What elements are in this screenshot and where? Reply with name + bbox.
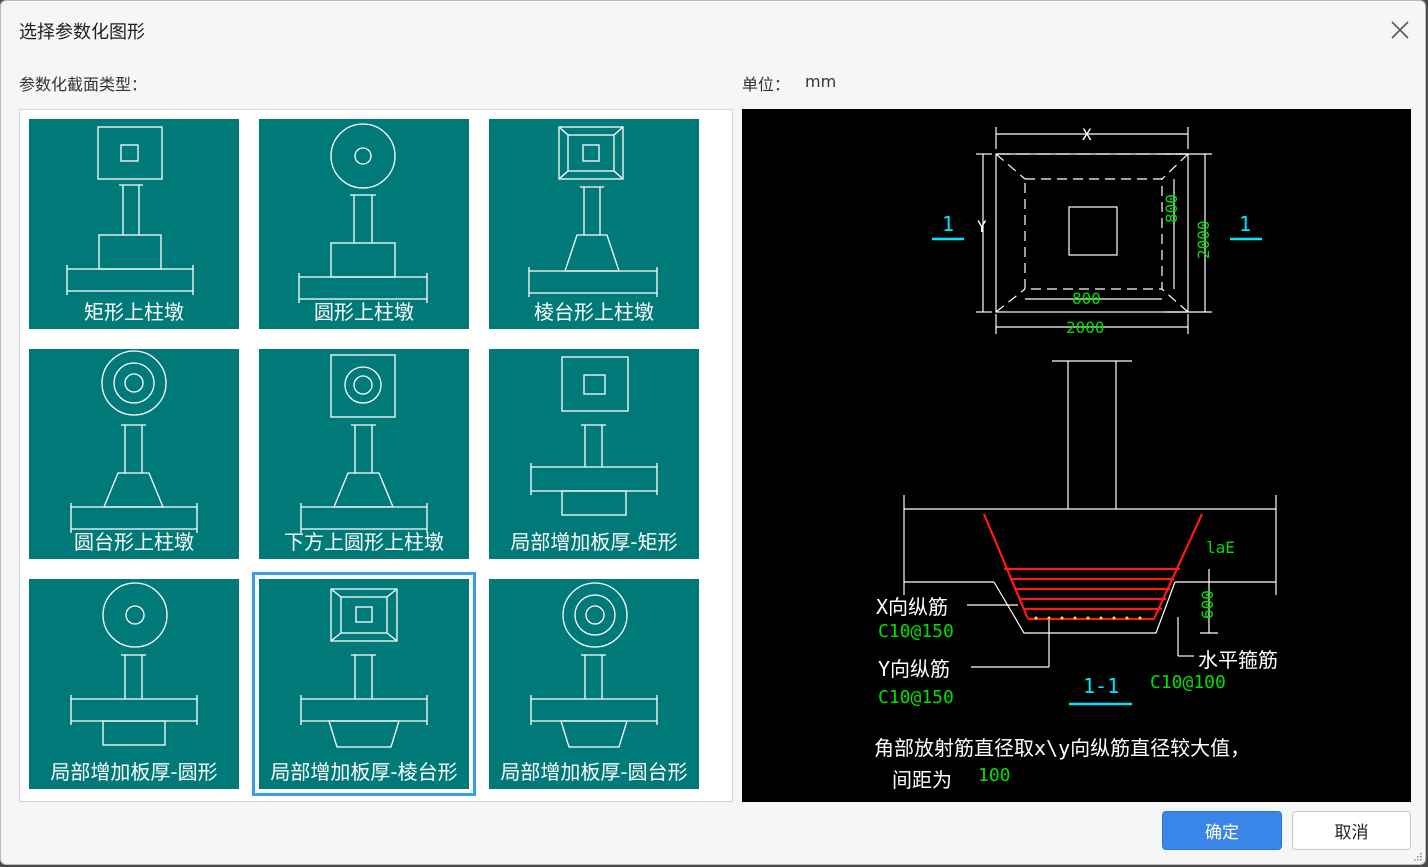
close-button[interactable]	[1385, 15, 1415, 45]
tile-label: 局部增加板厚-圆形	[50, 760, 218, 784]
tile-circle-column-pier[interactable]: 圆形上柱墩	[259, 119, 469, 329]
cone-frustum-column-pier-icon	[70, 350, 198, 533]
section-mark-left: 1	[942, 212, 955, 236]
stirrup-value: C10@100	[1150, 672, 1226, 693]
dim-y-label: Y	[977, 217, 987, 236]
frustum-column-pier-icon	[528, 126, 658, 297]
lae-label: laE	[1206, 538, 1235, 557]
cancel-button[interactable]: 取消	[1292, 811, 1411, 850]
tile-slab-thicken-cone-frustum[interactable]: 局部增加板厚-圆台形	[489, 579, 699, 789]
title-bar: 选择参数化图形	[1, 1, 1425, 59]
tile-label: 棱台形上柱墩	[534, 300, 654, 324]
slab-thicken-rect-icon	[530, 356, 658, 516]
dim-2000-horizontal: 2000	[1066, 318, 1105, 337]
tile-label: 圆形上柱墩	[314, 300, 414, 324]
tile-cone-frustum-column-pier[interactable]: 圆台形上柱墩	[29, 349, 239, 559]
note-spacing: 100	[978, 765, 1011, 786]
tile-label: 局部增加板厚-圆台形	[500, 760, 688, 784]
stirrup-label: 水平箍筋	[1198, 648, 1278, 672]
slab-thicken-frustum-icon	[300, 588, 428, 748]
dim-x-label: X	[1082, 125, 1092, 144]
section-type-label: 参数化截面类型：	[19, 75, 148, 94]
tile-rect-column-pier[interactable]: 矩形上柱墩	[29, 119, 239, 329]
shape-grid: 矩形上柱墩 圆形上柱墩	[19, 109, 733, 802]
section-mark-right: 1	[1239, 212, 1252, 236]
dim-600: 600	[1198, 590, 1217, 619]
note-line-2: 间距为	[892, 768, 952, 792]
slab-thicken-circle-icon	[70, 582, 198, 746]
unit-label: 单位：	[742, 75, 791, 94]
tile-label: 圆台形上柱墩	[74, 530, 194, 554]
ok-button[interactable]: 确定	[1162, 811, 1282, 850]
dim-2000-vertical: 2000	[1194, 220, 1213, 259]
tile-label: 下方上圆形上柱墩	[284, 530, 444, 554]
slab-thicken-cone-frustum-icon	[530, 582, 658, 748]
dim-800-horizontal: 800	[1072, 289, 1101, 308]
tile-label: 局部增加板厚-棱台形	[270, 760, 458, 784]
section-title: 1-1	[1083, 674, 1120, 698]
preview-drawing	[903, 127, 1277, 706]
y-rebar-label: Y向纵筋	[878, 657, 951, 681]
unit-value: mm	[805, 72, 837, 91]
x-rebar-label: X向纵筋	[876, 595, 949, 619]
preview-panel: X Y 800 2000 800 2000 1 1 laE 600 X向纵筋 C…	[742, 109, 1411, 802]
note-line-1: 角部放射筋直径取x\y向纵筋直径较大值，	[874, 736, 1251, 760]
dim-800-vertical: 800	[1162, 194, 1181, 223]
tile-frustum-column-pier[interactable]: 棱台形上柱墩	[489, 119, 699, 329]
tile-label: 矩形上柱墩	[84, 300, 184, 324]
resize-grip-icon[interactable]	[1412, 851, 1422, 861]
tile-square-circle-column-pier[interactable]: 下方上圆形上柱墩	[259, 349, 469, 559]
tile-slab-thicken-frustum[interactable]: 局部增加板厚-棱台形	[252, 572, 476, 796]
x-rebar-value: C10@150	[878, 621, 954, 642]
tile-slab-thicken-circle[interactable]: 局部增加板厚-圆形	[29, 579, 239, 789]
y-rebar-value: C10@150	[878, 687, 954, 708]
dialog-title: 选择参数化图形	[19, 22, 145, 43]
tile-slab-thicken-rect[interactable]: 局部增加板厚-矩形	[489, 349, 699, 559]
close-icon	[1391, 21, 1409, 39]
square-circle-column-pier-icon	[300, 354, 428, 533]
circle-column-pier-icon	[298, 123, 428, 303]
rect-column-pier-icon	[66, 126, 194, 295]
tile-label: 局部增加板厚-矩形	[510, 530, 678, 554]
